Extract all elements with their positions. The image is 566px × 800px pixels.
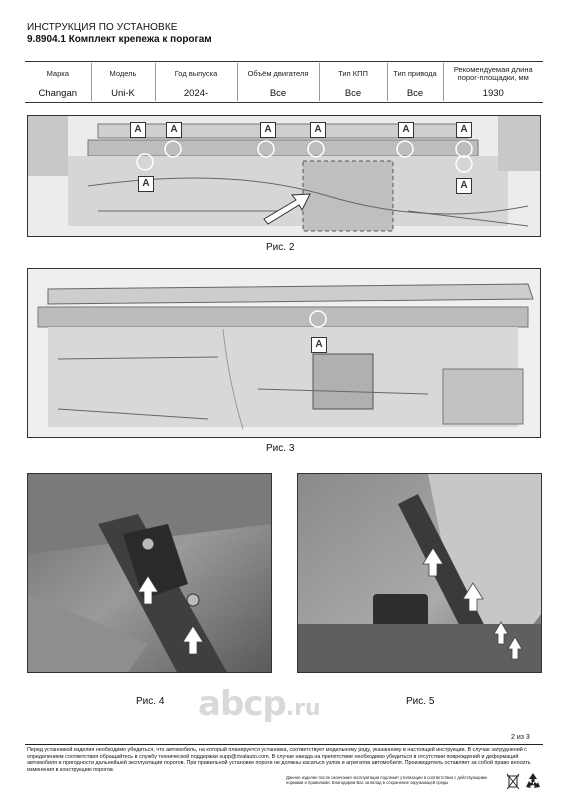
mark-a-label: A xyxy=(130,122,146,138)
spec-value-cell: Все xyxy=(318,85,387,101)
mark-a-label: A xyxy=(166,122,182,138)
spec-value-cell: Все xyxy=(386,85,443,101)
spec-table-header-row: Марка Модель Год выпуска Объём двигателя… xyxy=(25,63,543,85)
figure-4-caption: Рис. 4 xyxy=(136,696,165,707)
watermark-logo: abcp.ru xyxy=(198,684,321,724)
spec-header-cell: Объём двигателя xyxy=(236,63,319,85)
underbody-illustration xyxy=(28,116,540,236)
mark-a-label: A xyxy=(138,176,154,192)
document-subtitle: 9.8904.1 Комплект крепежа к порогам xyxy=(27,34,212,45)
bin-icon xyxy=(506,773,520,791)
photo-illustration xyxy=(298,474,541,672)
spec-header-cell: Год выпуска xyxy=(154,63,237,85)
mark-a-label: A xyxy=(456,122,472,138)
mark-a-label: A xyxy=(311,337,327,353)
spec-table: Марка Модель Год выпуска Объём двигателя… xyxy=(25,63,543,101)
footer-rule xyxy=(25,744,543,745)
spec-table-value-row: Changan Uni-K 2024- Все Все Все 1930 xyxy=(25,85,543,101)
figure-2-caption: Рис. 2 xyxy=(266,242,295,253)
spec-header-cell: Модель xyxy=(90,63,155,85)
spec-header-cell: Рекомендуемая длина порог-площадки, мм xyxy=(442,63,543,85)
photo-illustration xyxy=(28,474,271,672)
spec-header-cell: Тип привода xyxy=(386,63,443,85)
disposal-note: Данное изделие после окончания эксплуата… xyxy=(286,775,487,785)
table-bottom-rule xyxy=(25,102,543,103)
figure-2-underbody-diagram: A A A A A A A A xyxy=(27,115,541,237)
spec-value-cell: 2024- xyxy=(154,85,237,101)
figure-3-underbody-diagram: A xyxy=(27,268,541,438)
document-title: ИНСТРУКЦИЯ ПО УСТАНОВКЕ xyxy=(27,22,178,33)
mark-a-label: A xyxy=(398,122,414,138)
mark-a-label: A xyxy=(310,122,326,138)
footer-notice: Перед установкой изделия необходимо убед… xyxy=(27,747,531,773)
spec-value-cell: Все xyxy=(236,85,319,101)
figure-3-caption: Рис. 3 xyxy=(266,443,295,454)
figure-5-photo xyxy=(297,473,542,673)
spec-header-cell: Марка xyxy=(46,69,69,78)
watermark-suffix: .ru xyxy=(285,696,321,721)
figure-4-photo xyxy=(27,473,272,673)
underbody-illustration xyxy=(28,269,540,437)
spec-value-cell: Uni-K xyxy=(90,85,155,101)
mark-a-label: A xyxy=(260,122,276,138)
spec-value-cell: 1930 xyxy=(442,85,543,101)
page-number: 2 из 3 xyxy=(511,734,530,741)
spec-value-cell: Changan xyxy=(38,87,78,99)
figure-5-caption: Рис. 5 xyxy=(406,696,435,707)
watermark-text: abcp xyxy=(198,684,287,724)
spec-header-cell: Тип КПП xyxy=(318,63,387,85)
recycle-icon xyxy=(523,771,543,791)
mark-a-label: A xyxy=(456,178,472,194)
table-top-rule xyxy=(25,61,543,62)
